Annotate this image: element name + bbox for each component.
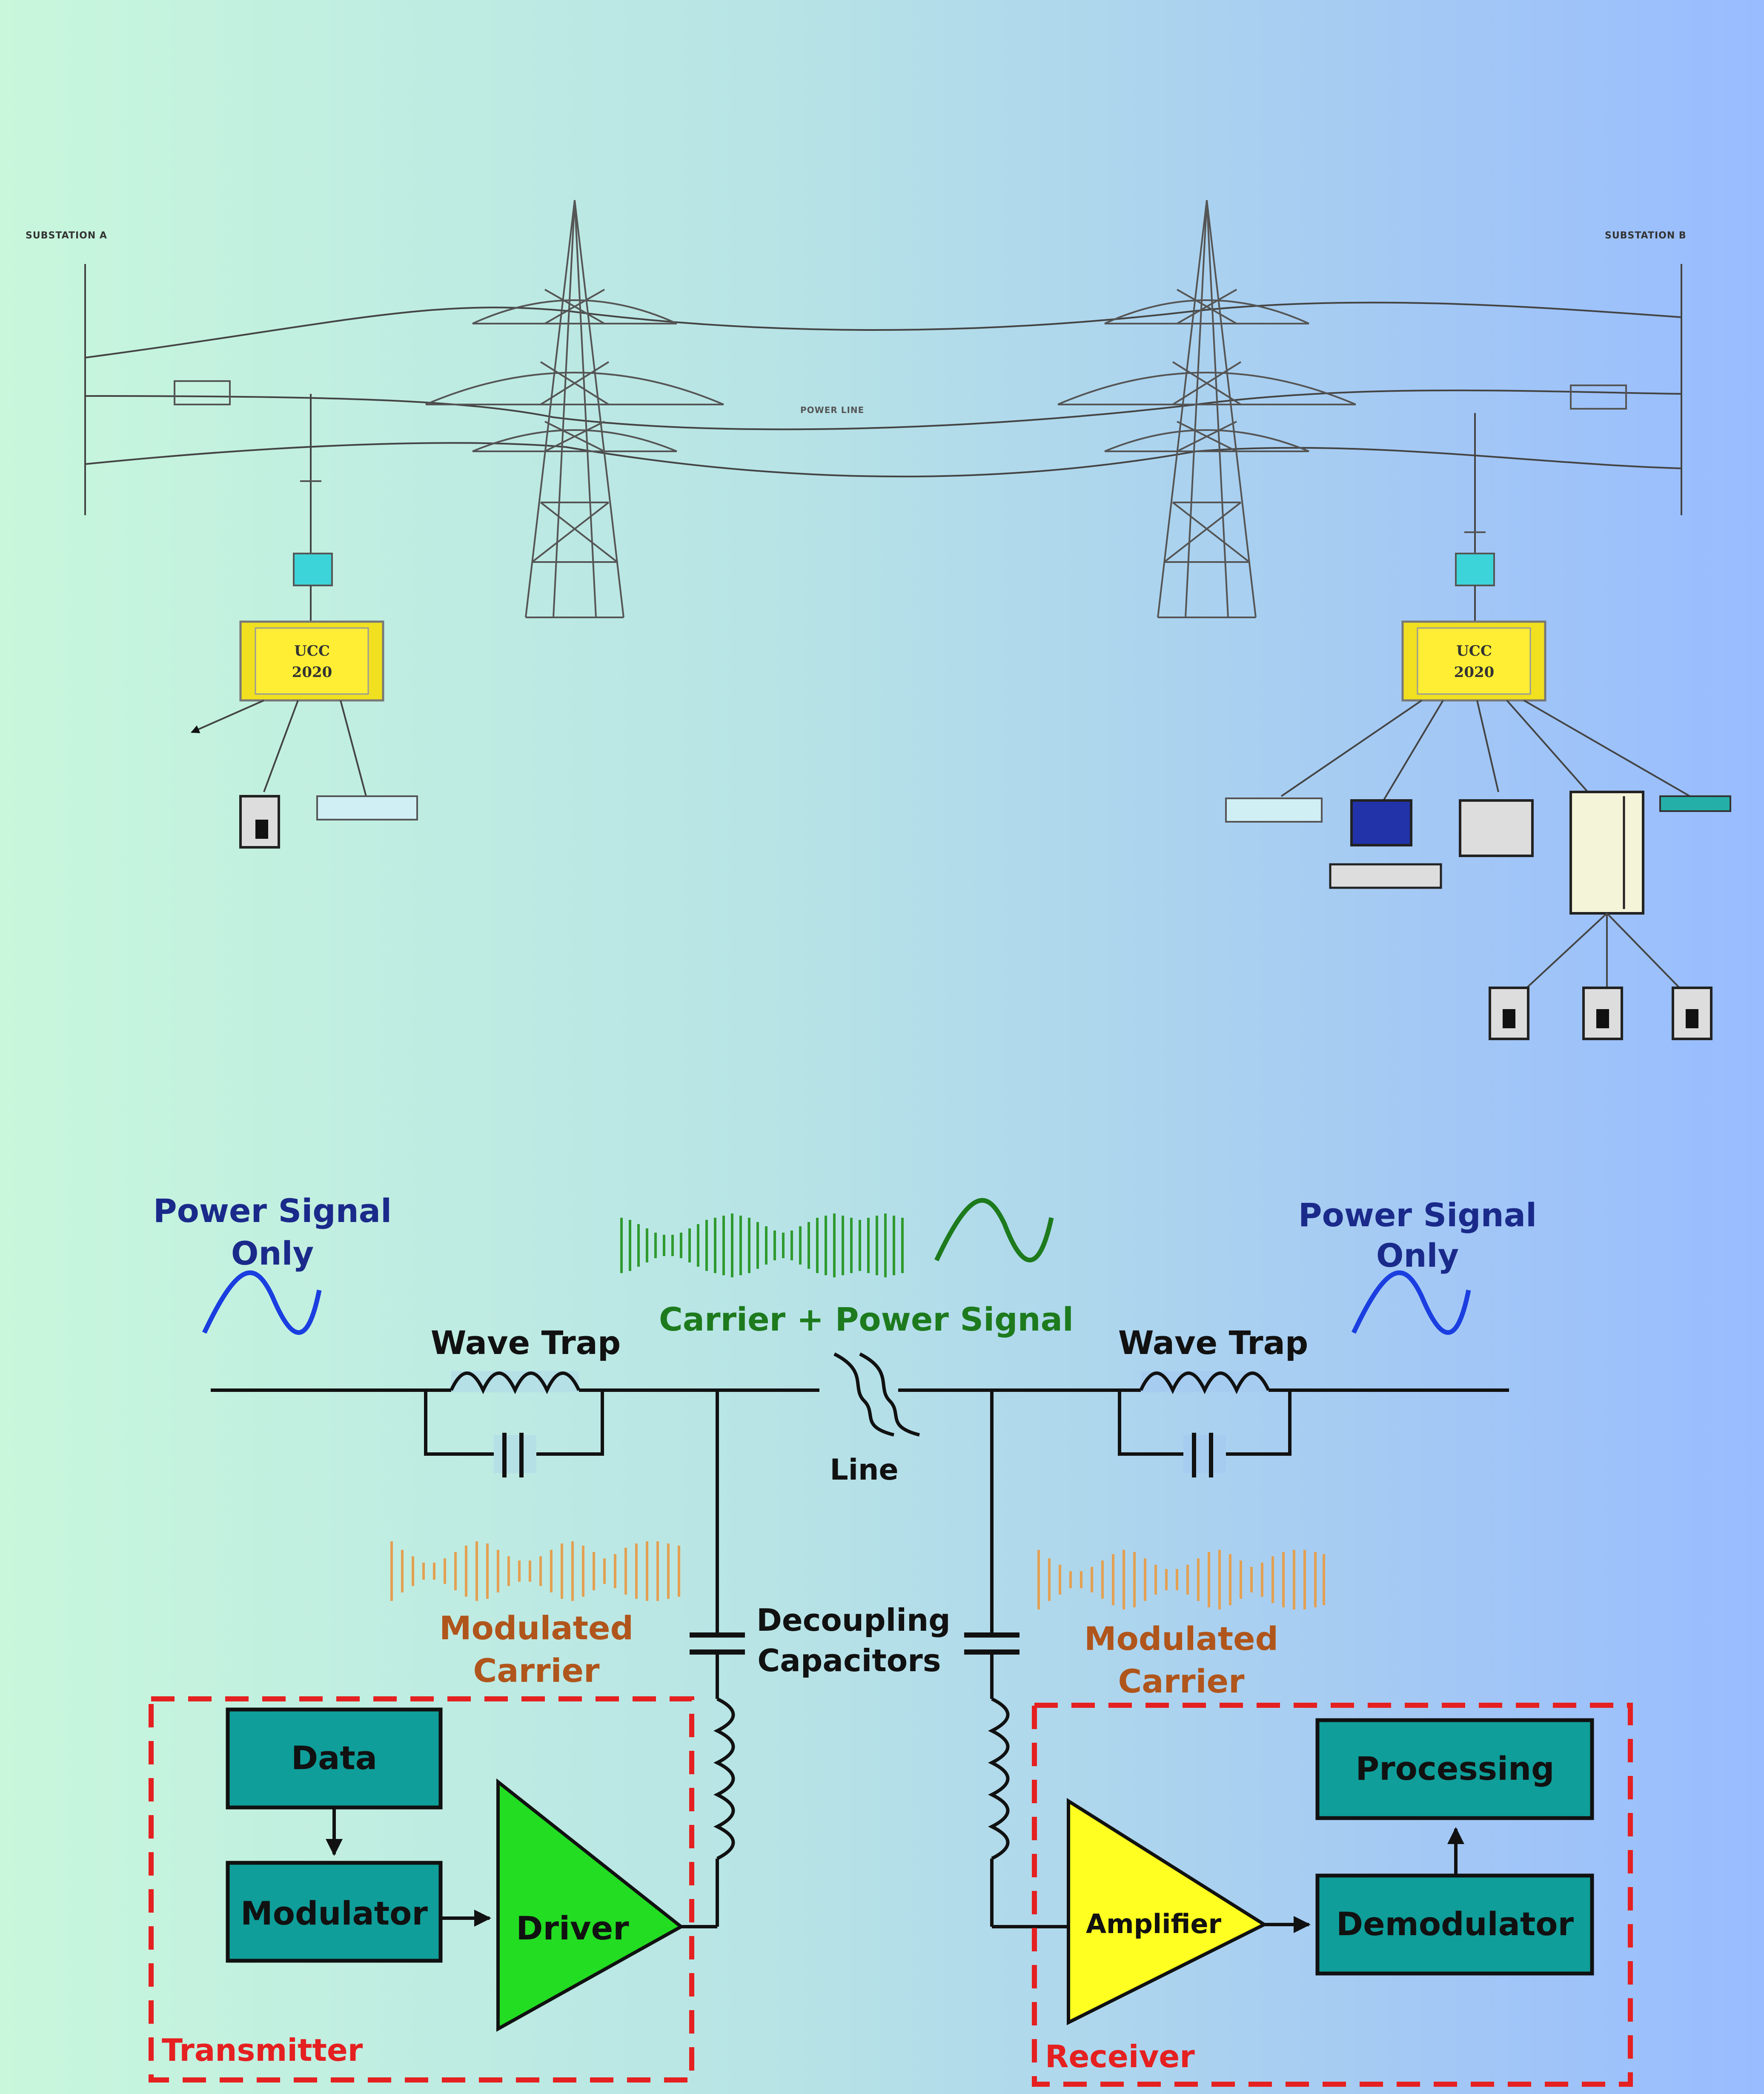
inductor-left	[713, 1697, 735, 1860]
modulated-carrier-right-line1: Modulated	[1084, 1620, 1278, 1658]
modulated-carrier-left-wave	[390, 1541, 680, 1601]
carrier-wave	[620, 1213, 904, 1277]
phase-line-2	[85, 389, 1682, 430]
data-block-label: Data	[291, 1739, 377, 1777]
phase-line-1	[85, 301, 1682, 359]
amplifier-label: Amplifier	[1086, 1908, 1221, 1939]
coupling-unit-left	[293, 553, 333, 586]
receiver-label: Receiver	[1045, 2039, 1195, 2074]
phone-icon	[1582, 987, 1623, 1040]
power-line-label: POWER LINE	[800, 405, 864, 415]
transmitter-label: Transmitter	[162, 2032, 363, 2068]
ucc-left-line2: 2020	[292, 664, 332, 681]
substation-b-label: SUBSTATION B	[1605, 230, 1687, 241]
wave-trap-left	[424, 1371, 604, 1477]
driver-label: Driver	[516, 1909, 629, 1947]
line-label: Line	[830, 1453, 898, 1487]
terminal-device-right-icon	[1225, 797, 1323, 823]
modulated-carrier-left-line1: Modulated	[439, 1609, 633, 1647]
modulator-block	[226, 1861, 443, 1963]
computer-base-icon	[1329, 863, 1442, 889]
processing-block-label: Processing	[1355, 1750, 1554, 1787]
line-break-symbol	[833, 1352, 894, 1437]
wave-trap-left-label: Wave Trap	[431, 1324, 621, 1362]
line-trap-right	[1570, 384, 1627, 410]
phase-line-3	[85, 442, 1682, 478]
fax-icon	[1459, 799, 1534, 857]
transmitter-box	[149, 1696, 694, 2083]
computer-monitor-icon	[1350, 799, 1412, 846]
receiver-box	[1032, 1703, 1633, 2087]
demodulator-block-label: Demodulator	[1336, 1905, 1574, 1943]
tower-right	[1057, 200, 1356, 618]
line-trap-left	[174, 380, 231, 405]
power-sine-right	[1352, 1270, 1471, 1335]
wave-trap-right	[1118, 1371, 1292, 1477]
modulator-block-label: Modulator	[241, 1894, 428, 1932]
wave-trap-right-label: Wave Trap	[1118, 1324, 1309, 1362]
power-signal-left-line2: Only	[231, 1234, 314, 1272]
ucc-left-line1: UCC	[294, 643, 330, 660]
terminal-device-icon	[316, 795, 418, 820]
modem-icon	[1659, 795, 1731, 812]
power-sine-carrier	[934, 1198, 1054, 1262]
transmission-line-diagram: SUBSTATION A SUBSTATION B POWER LINE	[26, 200, 1731, 1040]
plc-block-diagram: Power Signal Only Power Signal Only	[149, 1192, 1633, 2087]
decoupling-label-line2: Capacitors	[757, 1643, 941, 1678]
modulated-carrier-right-line2: Carrier	[1118, 1662, 1245, 1700]
ucc-right-line2: 2020	[1454, 664, 1495, 681]
decoupling-label-line1: Decoupling	[756, 1602, 951, 1638]
driver-amp	[496, 1778, 684, 2032]
amplifier	[1067, 1798, 1268, 2025]
tower-left	[425, 200, 724, 618]
power-signal-right-line1: Power Signal	[1298, 1196, 1537, 1234]
substation-a-label: SUBSTATION A	[26, 230, 107, 241]
coupling-unit-right	[1455, 553, 1495, 586]
exchange-rack-icon	[1569, 791, 1644, 915]
power-signal-right-line2: Only	[1376, 1236, 1459, 1274]
ucc-right-line1: UCC	[1456, 643, 1492, 660]
demodulator-block	[1315, 1873, 1594, 1976]
modulated-carrier-left-line2: Carrier	[473, 1652, 600, 1690]
inductor-right	[988, 1697, 1010, 1860]
carrier-power-label: Carrier + Power Signal	[659, 1300, 1074, 1338]
modulated-carrier-right-wave	[1037, 1550, 1325, 1609]
power-signal-left-line1: Power Signal	[153, 1192, 392, 1230]
power-sine-left	[202, 1270, 322, 1335]
processing-block	[1315, 1718, 1594, 1820]
